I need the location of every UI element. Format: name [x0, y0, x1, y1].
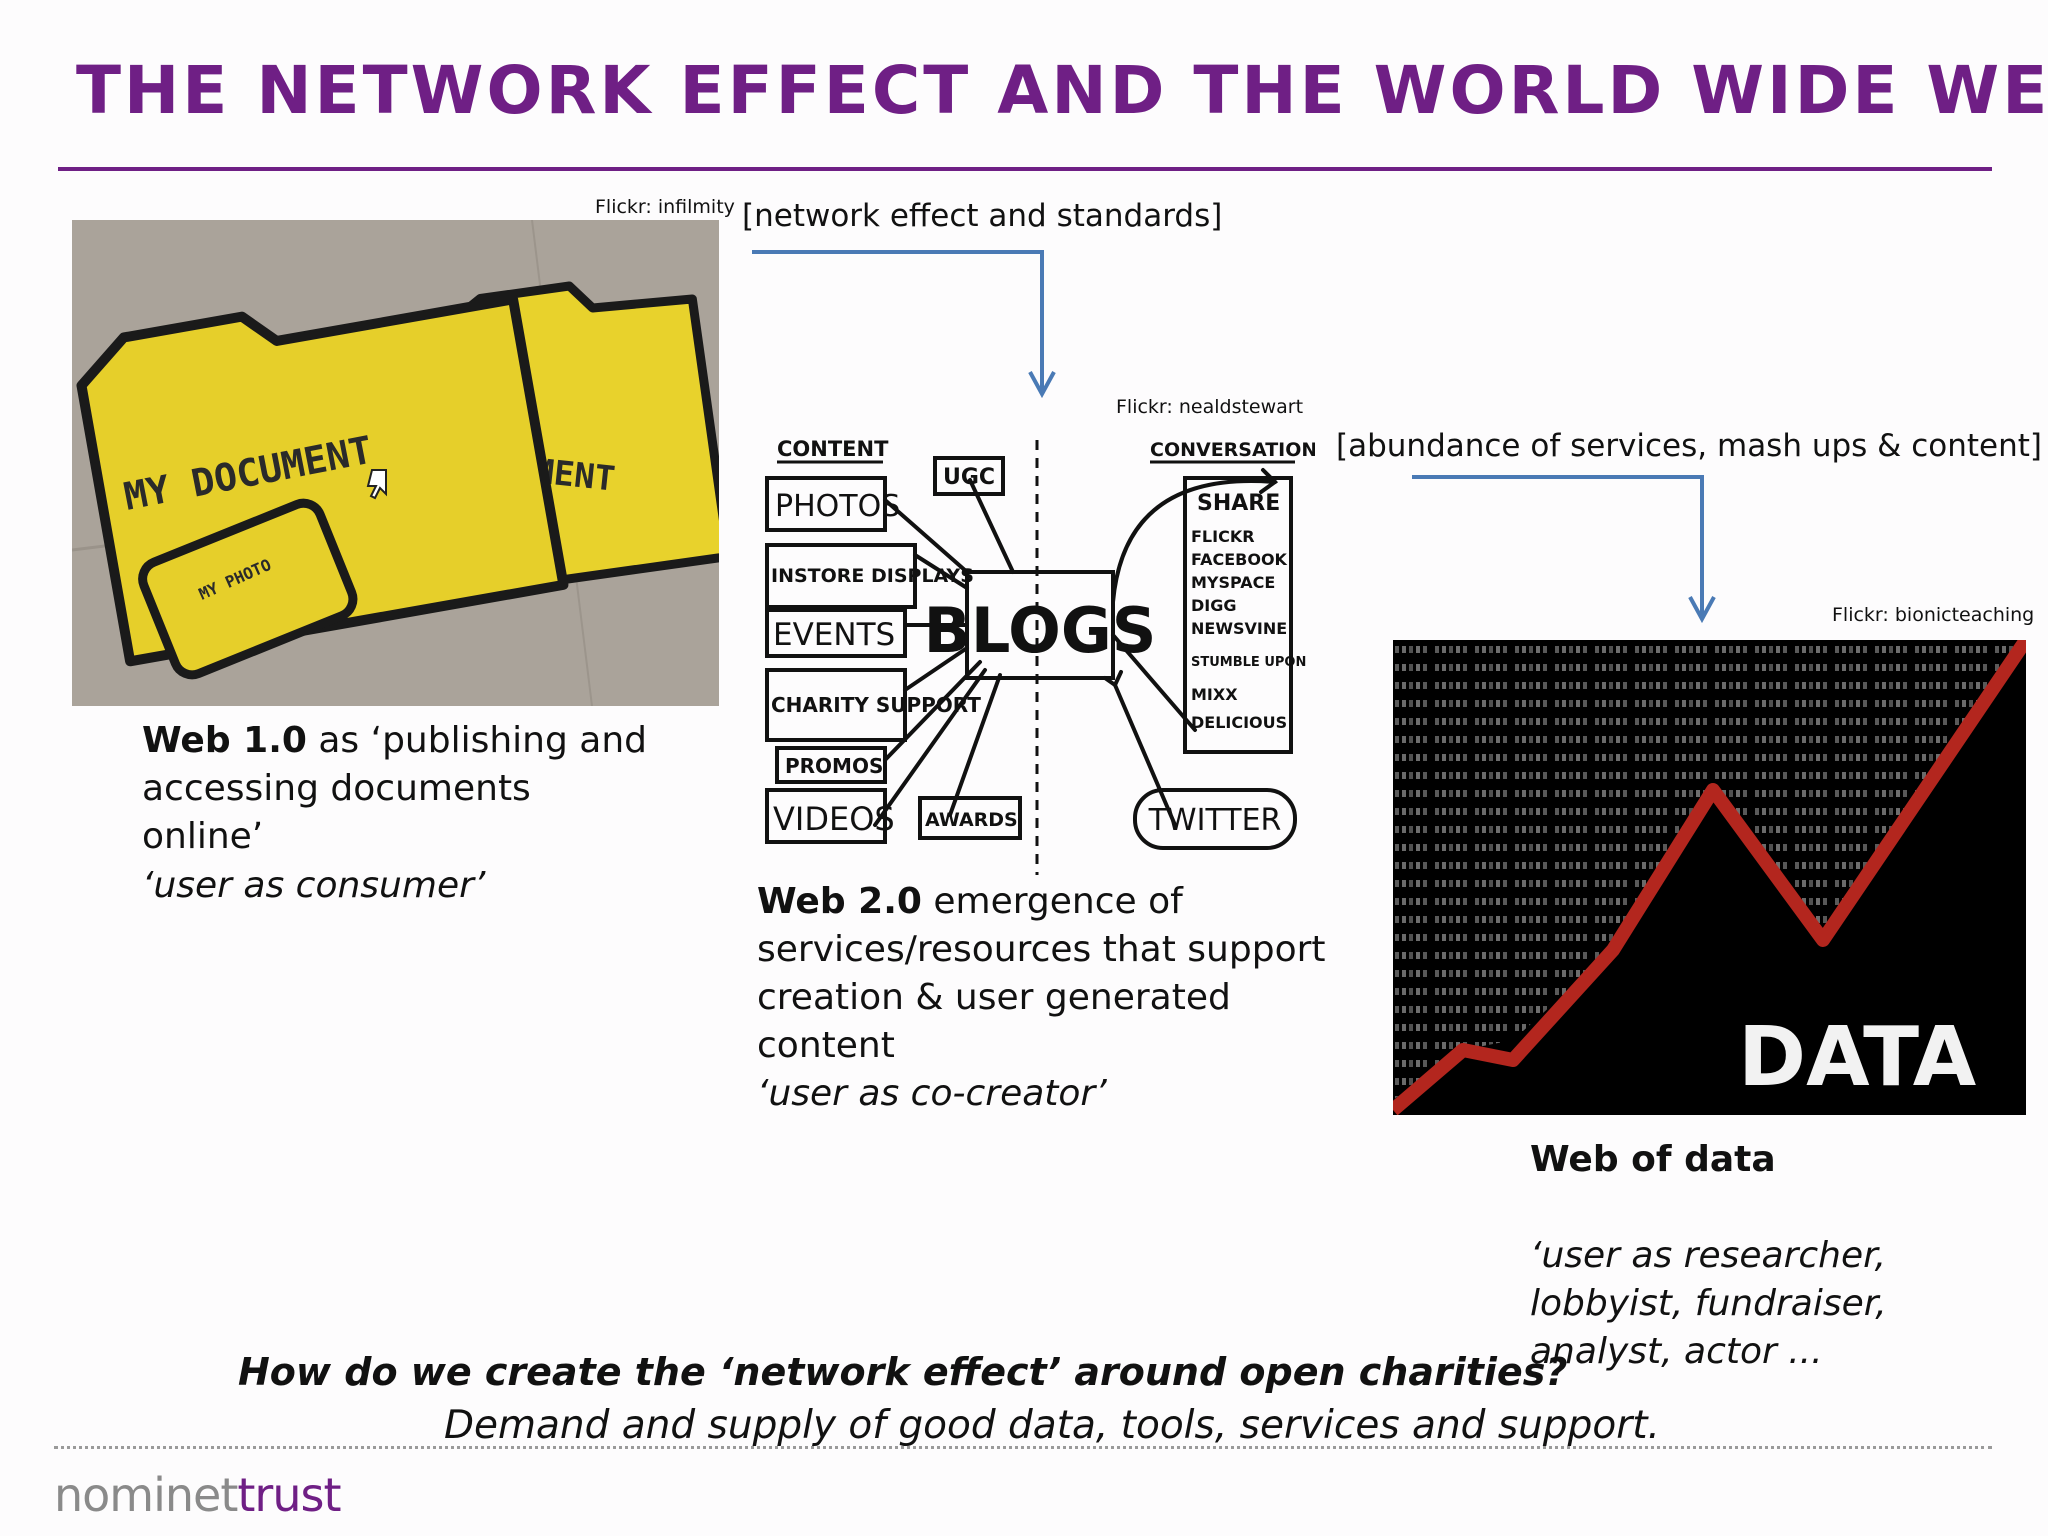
- web1-caption-bold: Web 1.0: [142, 720, 307, 761]
- sketch-item-videos: VIDEOS: [773, 800, 895, 838]
- web3-caption: Web of data: [1530, 1136, 1776, 1184]
- bracket-abundance: [abundance of services, mash ups & conte…: [1336, 428, 2042, 464]
- photo-data-chart: DATA: [1393, 640, 2026, 1115]
- web2-caption-bold: Web 2.0: [757, 881, 922, 922]
- sketch-item-events: EVENTS: [773, 617, 895, 653]
- sketch-item-charity: CHARITY SUPPORT: [771, 693, 981, 717]
- sketch-item-promos: PROMOS: [785, 754, 883, 778]
- sketch-share-item: FACEBOOK: [1191, 550, 1288, 569]
- data-photo-word: DATA: [1738, 1010, 1977, 1105]
- web1-role: ‘user as consumer’: [142, 865, 486, 906]
- web1-caption: Web 1.0 as ‘publishing and accessing doc…: [142, 717, 662, 861]
- sketch-share-item: DELICIOUS: [1191, 713, 1287, 732]
- sketch-item-twitter: TWITTER: [1148, 803, 1282, 838]
- web2-caption-text: emergence of services/resources that sup…: [757, 881, 1326, 1066]
- photo-document-sleeves: UMENT MY DOCUMENT MY PHOTO: [72, 220, 719, 706]
- logo-part-nominet: nominet: [54, 1468, 238, 1522]
- closing-answer: Demand and supply of good data, tools, s…: [444, 1403, 1660, 1448]
- sketch-share-item: NEWSVINE: [1191, 619, 1287, 638]
- closing-question: How do we create the ‘network effect’ ar…: [238, 1350, 1568, 1394]
- sketch-item-ugc: UGC: [943, 465, 995, 490]
- web3-caption-bold: Web of data: [1530, 1139, 1776, 1180]
- sketch-share-item: MYSPACE: [1191, 573, 1275, 592]
- sketch-share-item: DIGG: [1191, 596, 1237, 615]
- blogs-sketch-diagram: CONTENT CONVERSATION BLOGS PHOTOS: [765, 437, 1315, 875]
- sketch-share-item: STUMBLE UPON: [1191, 655, 1306, 670]
- sketch-share-item: FLICKR: [1191, 527, 1255, 546]
- sketch-share-title: SHARE: [1197, 491, 1280, 516]
- web2-caption: Web 2.0 emergence of services/resources …: [757, 878, 1357, 1070]
- bracket-network-effect: [network effect and standards]: [742, 198, 1223, 234]
- logo-part-trust: trust: [237, 1468, 341, 1522]
- nominet-trust-logo: nominettrust: [54, 1468, 342, 1522]
- sketch-item-instore: INSTORE DISPLAYS: [771, 565, 974, 587]
- sketch-share-item: MIXX: [1191, 685, 1238, 704]
- web1-caption-text: as ‘publishing and accessing documents o…: [142, 720, 648, 857]
- sketch-label-content: CONTENT: [777, 437, 889, 461]
- sketch-center-blogs: BLOGS: [924, 594, 1157, 667]
- sketch-item-awards: AWARDS: [925, 809, 1018, 831]
- sketch-label-conversation: CONVERSATION: [1150, 439, 1315, 461]
- sketch-item-photos: PHOTOS: [775, 489, 900, 524]
- footer-divider: [54, 1446, 1992, 1449]
- slide-title: THE NETWORK EFFECT AND THE WORLD WIDE WE…: [76, 52, 2048, 129]
- photo-credit-web1: Flickr: infilmity: [595, 196, 735, 218]
- title-divider: [58, 167, 1992, 171]
- arrow-to-web2: [752, 250, 1056, 399]
- web3-role: ‘user as researcher, lobbyist, fundraise…: [1530, 1235, 1887, 1372]
- photo-credit-web2: Flickr: nealdstewart: [1116, 396, 1304, 418]
- web2-role: ‘user as co-creator’: [757, 1073, 1107, 1114]
- arrow-to-web3: [1412, 475, 1716, 624]
- photo-credit-web3: Flickr: bionicteaching: [1832, 604, 2035, 626]
